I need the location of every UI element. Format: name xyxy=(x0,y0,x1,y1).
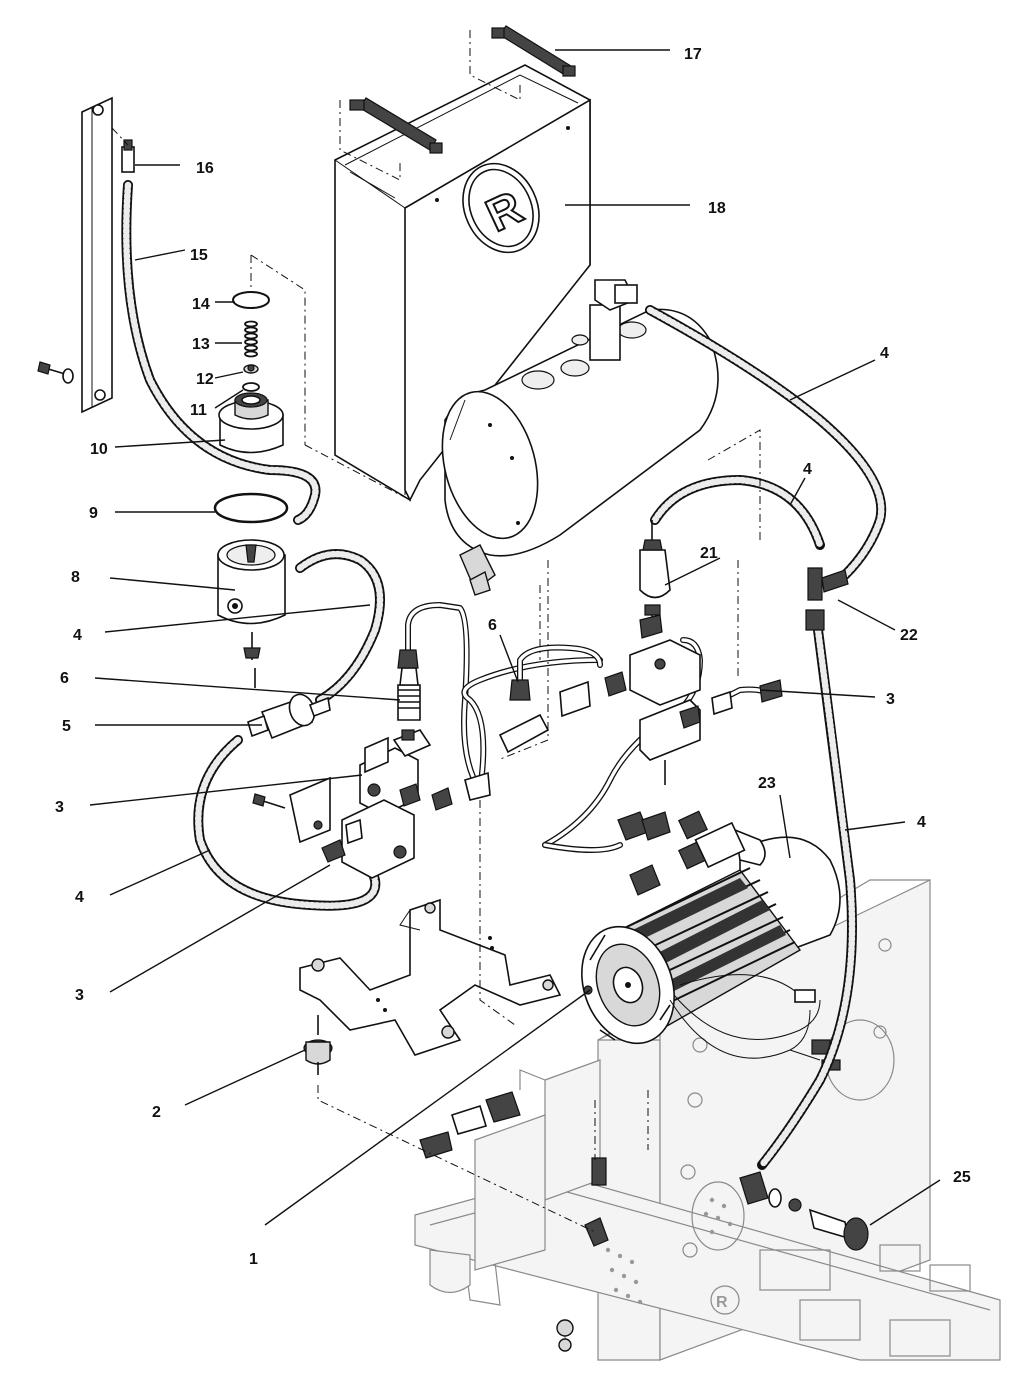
callout-8: 8 xyxy=(71,569,80,586)
callout-4-left: 4 xyxy=(73,627,82,644)
callout-22: 22 xyxy=(900,627,918,644)
callout-13: 13 xyxy=(192,336,210,353)
callout-3-right: 3 xyxy=(886,691,895,708)
callout-15: 15 xyxy=(190,247,208,264)
callout-4-right: 4 xyxy=(917,814,926,831)
callout-2: 2 xyxy=(152,1104,161,1121)
reservoir-support-rods xyxy=(339,25,576,181)
callout-17: 17 xyxy=(684,46,702,63)
expansion-tank-assembly xyxy=(213,254,306,688)
solenoid-valves-and-fittings xyxy=(247,520,869,1251)
leader-lines xyxy=(89,49,941,1226)
callout-1: 1 xyxy=(249,1251,258,1268)
callout-6-left: 6 xyxy=(60,670,69,687)
callout-25: 25 xyxy=(953,1169,971,1186)
callout-4-upper-mid: 4 xyxy=(803,461,812,478)
callout-6-center: 6 xyxy=(488,617,497,634)
callout-numbers: 17 16 18 15 14 13 12 11 10 9 8 4 4 4 4 4… xyxy=(55,46,971,1268)
callout-3-left: 3 xyxy=(55,799,64,816)
assembly-guide-lines xyxy=(304,429,761,1233)
callout-14: 14 xyxy=(192,296,210,313)
callout-4-top-right: 4 xyxy=(880,345,889,362)
callout-5: 5 xyxy=(62,718,71,735)
water-reservoir: R xyxy=(334,64,591,502)
callout-9: 9 xyxy=(89,505,98,522)
callout-10: 10 xyxy=(90,441,108,458)
pump-mounting-bracket xyxy=(299,898,562,1056)
callout-4-lower-left: 4 xyxy=(75,889,84,906)
callout-21: 21 xyxy=(700,545,718,562)
boiler xyxy=(441,279,719,596)
callout-18: 18 xyxy=(708,200,726,217)
pump-motor xyxy=(581,810,841,1071)
rigid-tubes xyxy=(405,602,773,853)
callout-3-lower: 3 xyxy=(75,987,84,1004)
callout-16: 16 xyxy=(196,160,214,177)
callout-23: 23 xyxy=(758,775,776,792)
svg-text:R: R xyxy=(716,1294,728,1311)
callout-12: 12 xyxy=(196,371,214,388)
left-mounting-bar xyxy=(37,96,135,414)
callout-11: 11 xyxy=(190,402,207,419)
anti-vibration-mount xyxy=(303,1015,333,1075)
